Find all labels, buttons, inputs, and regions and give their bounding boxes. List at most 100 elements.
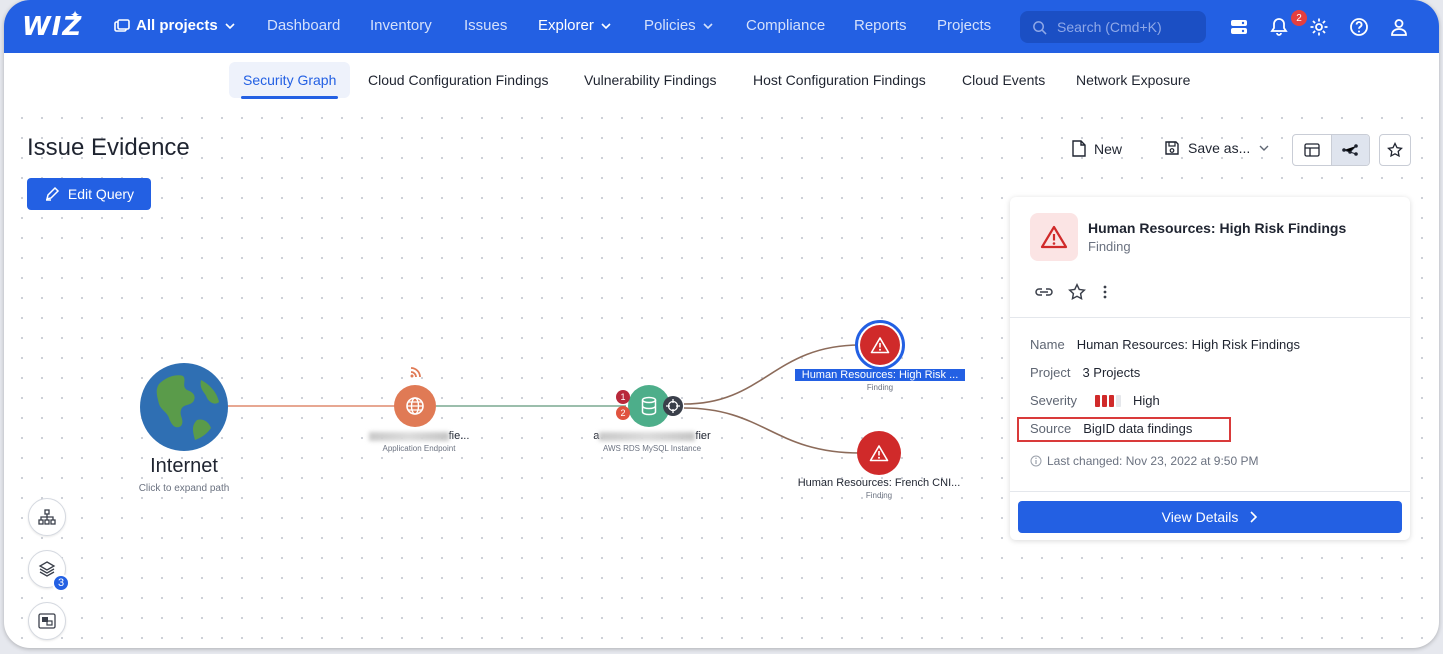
nav-policies[interactable]: Policies xyxy=(644,17,714,34)
star-icon xyxy=(1387,142,1403,158)
chevron-right-icon xyxy=(1250,511,1258,523)
search-input[interactable]: Search (Cmd+K) xyxy=(1020,11,1206,43)
chevron-down-icon xyxy=(703,22,713,29)
edit-query-button[interactable]: Edit Query xyxy=(27,178,151,210)
severity-bars-icon xyxy=(1094,394,1121,407)
rds-label-tail: fier xyxy=(695,430,711,442)
search-placeholder: Search (Cmd+K) xyxy=(1057,19,1162,35)
panel-type: Finding xyxy=(1088,239,1131,254)
finding2-sublabel: Finding xyxy=(865,491,893,500)
layers-button[interactable] xyxy=(28,550,66,588)
chevron-down-icon xyxy=(225,22,235,29)
minimap-button[interactable] xyxy=(28,602,66,640)
prop-key: Project xyxy=(1030,365,1071,380)
layers-count-badge: 3 xyxy=(52,574,70,592)
view-details-button[interactable]: View Details xyxy=(1018,501,1402,533)
project-selector-label: All projects xyxy=(136,17,218,34)
rss-icon xyxy=(410,367,421,378)
redacted-text xyxy=(599,431,696,441)
new-label: New xyxy=(1094,140,1123,157)
prop-key: Name xyxy=(1030,337,1065,352)
endpoint-sublabel: Application Endpoint xyxy=(382,444,456,453)
hierarchy-button[interactable] xyxy=(28,498,66,536)
save-icon xyxy=(1165,141,1179,155)
rds-instance-node[interactable] xyxy=(628,385,670,427)
finding-node[interactable] xyxy=(857,431,901,475)
warning-icon xyxy=(869,445,889,462)
nav-inventory[interactable]: Inventory xyxy=(370,17,432,34)
tab-security-graph[interactable]: Security Graph xyxy=(229,62,351,99)
finding-node-selected[interactable] xyxy=(855,320,905,370)
panel-actions xyxy=(1034,283,1110,301)
panel-title: Human Resources: High Risk Findings xyxy=(1088,220,1347,236)
document-icon xyxy=(1072,140,1086,157)
rds-count-badge-2: 2 xyxy=(616,406,630,420)
favorite-button[interactable] xyxy=(1379,134,1411,166)
nav-dashboard[interactable]: Dashboard xyxy=(267,17,341,34)
help-icon[interactable] xyxy=(1348,16,1370,38)
save-as-label: Save as... xyxy=(1188,140,1251,156)
redacted-text xyxy=(368,431,449,441)
finding1-sublabel: Finding xyxy=(866,383,894,392)
nav-projects[interactable]: Projects xyxy=(937,17,992,34)
finding-node-core xyxy=(860,325,900,365)
warning-icon xyxy=(1040,225,1068,249)
tab-vulnerability-findings[interactable]: Vulnerability Findings xyxy=(584,72,717,88)
user-icon[interactable] xyxy=(1388,16,1410,38)
prop-project-row: Project 3 Projects xyxy=(1030,365,1140,380)
more-vertical-icon[interactable] xyxy=(1100,284,1110,300)
graph-icon xyxy=(1342,144,1359,156)
internet-sublabel: Click to expand path xyxy=(138,483,230,494)
link-icon[interactable] xyxy=(1034,284,1054,300)
application-endpoint-node[interactable] xyxy=(394,385,436,427)
globe-outline-icon xyxy=(406,397,424,415)
crosshair-icon[interactable] xyxy=(663,396,683,416)
prop-value: BigID data findings xyxy=(1083,421,1193,436)
top-navbar: WIZ ✦ All projects Dashboard Inventory I… xyxy=(4,0,1439,53)
tab-cloud-events[interactable]: Cloud Events xyxy=(962,72,1046,88)
prop-value: Human Resources: High Risk Findings xyxy=(1076,337,1300,352)
new-button[interactable]: New xyxy=(1072,140,1122,157)
source-highlight-box xyxy=(1017,417,1231,442)
project-selector[interactable]: All projects xyxy=(114,17,236,34)
pen-icon xyxy=(45,186,59,201)
chevron-down-icon xyxy=(601,22,611,29)
panel-divider xyxy=(1010,491,1410,492)
prop-severity-row: Severity High xyxy=(1030,393,1160,408)
star-icon[interactable] xyxy=(1068,283,1086,301)
nav-explorer[interactable]: Explorer xyxy=(538,17,612,34)
endpoint-label-tail: fie... xyxy=(448,430,470,442)
nav-compliance[interactable]: Compliance xyxy=(746,17,826,34)
prop-name-row: Name Human Resources: High Risk Findings xyxy=(1030,337,1300,352)
edit-query-label: Edit Query xyxy=(67,186,135,202)
wiz-logo[interactable]: WIZ xyxy=(22,12,83,42)
tab-cloud-configuration-findings[interactable]: Cloud Configuration Findings xyxy=(368,72,549,88)
graph-view-button[interactable] xyxy=(1330,135,1369,165)
prop-key: Severity xyxy=(1030,393,1077,408)
rds-label-prefix: a xyxy=(593,430,600,442)
page-title: Issue Evidence xyxy=(27,134,190,161)
rds-sublabel: AWS RDS MySQL Instance xyxy=(602,444,702,453)
gear-icon[interactable] xyxy=(1308,16,1330,38)
globe-icon[interactable] xyxy=(139,362,229,452)
finding-type-icon xyxy=(1030,213,1078,261)
table-icon xyxy=(1304,143,1320,157)
tab-network-exposure[interactable]: Network Exposure xyxy=(1076,72,1191,88)
save-as-button[interactable]: Save as... xyxy=(1164,140,1270,156)
prop-value[interactable]: 3 Projects xyxy=(1082,365,1141,380)
nav-issues[interactable]: Issues xyxy=(464,17,508,34)
connectors-icon[interactable] xyxy=(1228,16,1250,38)
layers-icon xyxy=(38,561,56,577)
chevron-down-icon xyxy=(1259,145,1269,151)
table-view-button[interactable] xyxy=(1293,135,1331,165)
last-changed: Last changed: Nov 23, 2022 at 9:50 PM xyxy=(1030,454,1258,468)
notification-badge: 2 xyxy=(1291,10,1307,26)
tab-host-configuration-findings[interactable]: Host Configuration Findings xyxy=(753,72,926,88)
internet-label: Internet xyxy=(150,455,218,477)
database-icon xyxy=(641,396,657,416)
nav-reports[interactable]: Reports xyxy=(854,17,907,34)
projects-icon xyxy=(114,18,130,32)
panel-divider xyxy=(1010,317,1410,318)
rds-count-badge-1: 1 xyxy=(616,390,630,404)
bell-icon[interactable] xyxy=(1268,16,1290,38)
